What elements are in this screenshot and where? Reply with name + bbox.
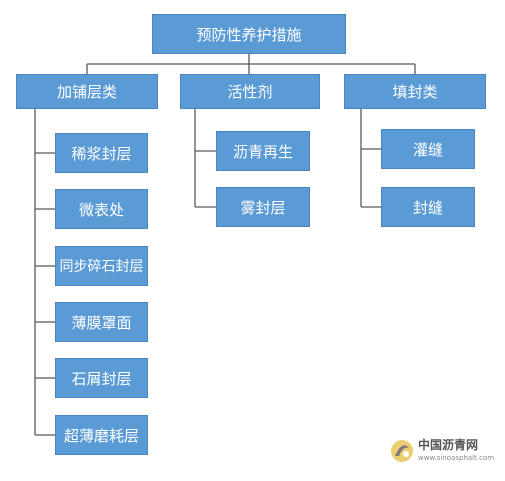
leaf-node: 薄膜罩面 (55, 302, 148, 342)
category-node-sealing: 填封类 (344, 74, 486, 109)
category-label: 活性剂 (227, 83, 273, 101)
leaf-node: 微表处 (55, 189, 148, 229)
leaf-node: 同步碎石封层 (55, 246, 148, 286)
leaf-label: 灌缝 (412, 140, 443, 159)
leaf-node: 封缝 (381, 187, 475, 227)
leaf-node: 稀浆封层 (55, 133, 148, 173)
leaf-label: 石屑封层 (71, 369, 132, 388)
leaf-node: 石屑封层 (55, 358, 148, 398)
category-label: 填封类 (392, 83, 438, 101)
category-label: 加铺层类 (56, 83, 117, 101)
leaf-label: 稀浆封层 (71, 144, 132, 163)
leaf-label: 微表处 (78, 200, 124, 219)
watermark-logo-icon (391, 440, 413, 462)
leaf-node: 沥青再生 (216, 131, 310, 171)
watermark-url: www.sinoasphalt.com (418, 454, 495, 462)
leaf-node: 雾封层 (216, 187, 310, 227)
leaf-node: 超薄磨耗层 (55, 415, 148, 455)
root-node: 预防性养护措施 (152, 14, 346, 54)
leaf-label: 薄膜罩面 (71, 313, 132, 332)
watermark (389, 432, 499, 470)
leaf-node: 灌缝 (381, 129, 475, 169)
leaf-label: 封缝 (412, 198, 443, 217)
category-node-rejuvenator: 活性剂 (180, 74, 320, 109)
leaf-label: 同步碎石封层 (59, 259, 144, 275)
leaf-label: 超薄磨耗层 (63, 426, 139, 445)
leaf-label: 沥青再生 (232, 142, 293, 161)
root-label: 预防性养护措施 (196, 25, 302, 44)
category-node-overlay: 加铺层类 (16, 74, 158, 109)
watermark-name: 中国沥青网 (418, 438, 479, 452)
leaf-label: 雾封层 (240, 198, 286, 217)
